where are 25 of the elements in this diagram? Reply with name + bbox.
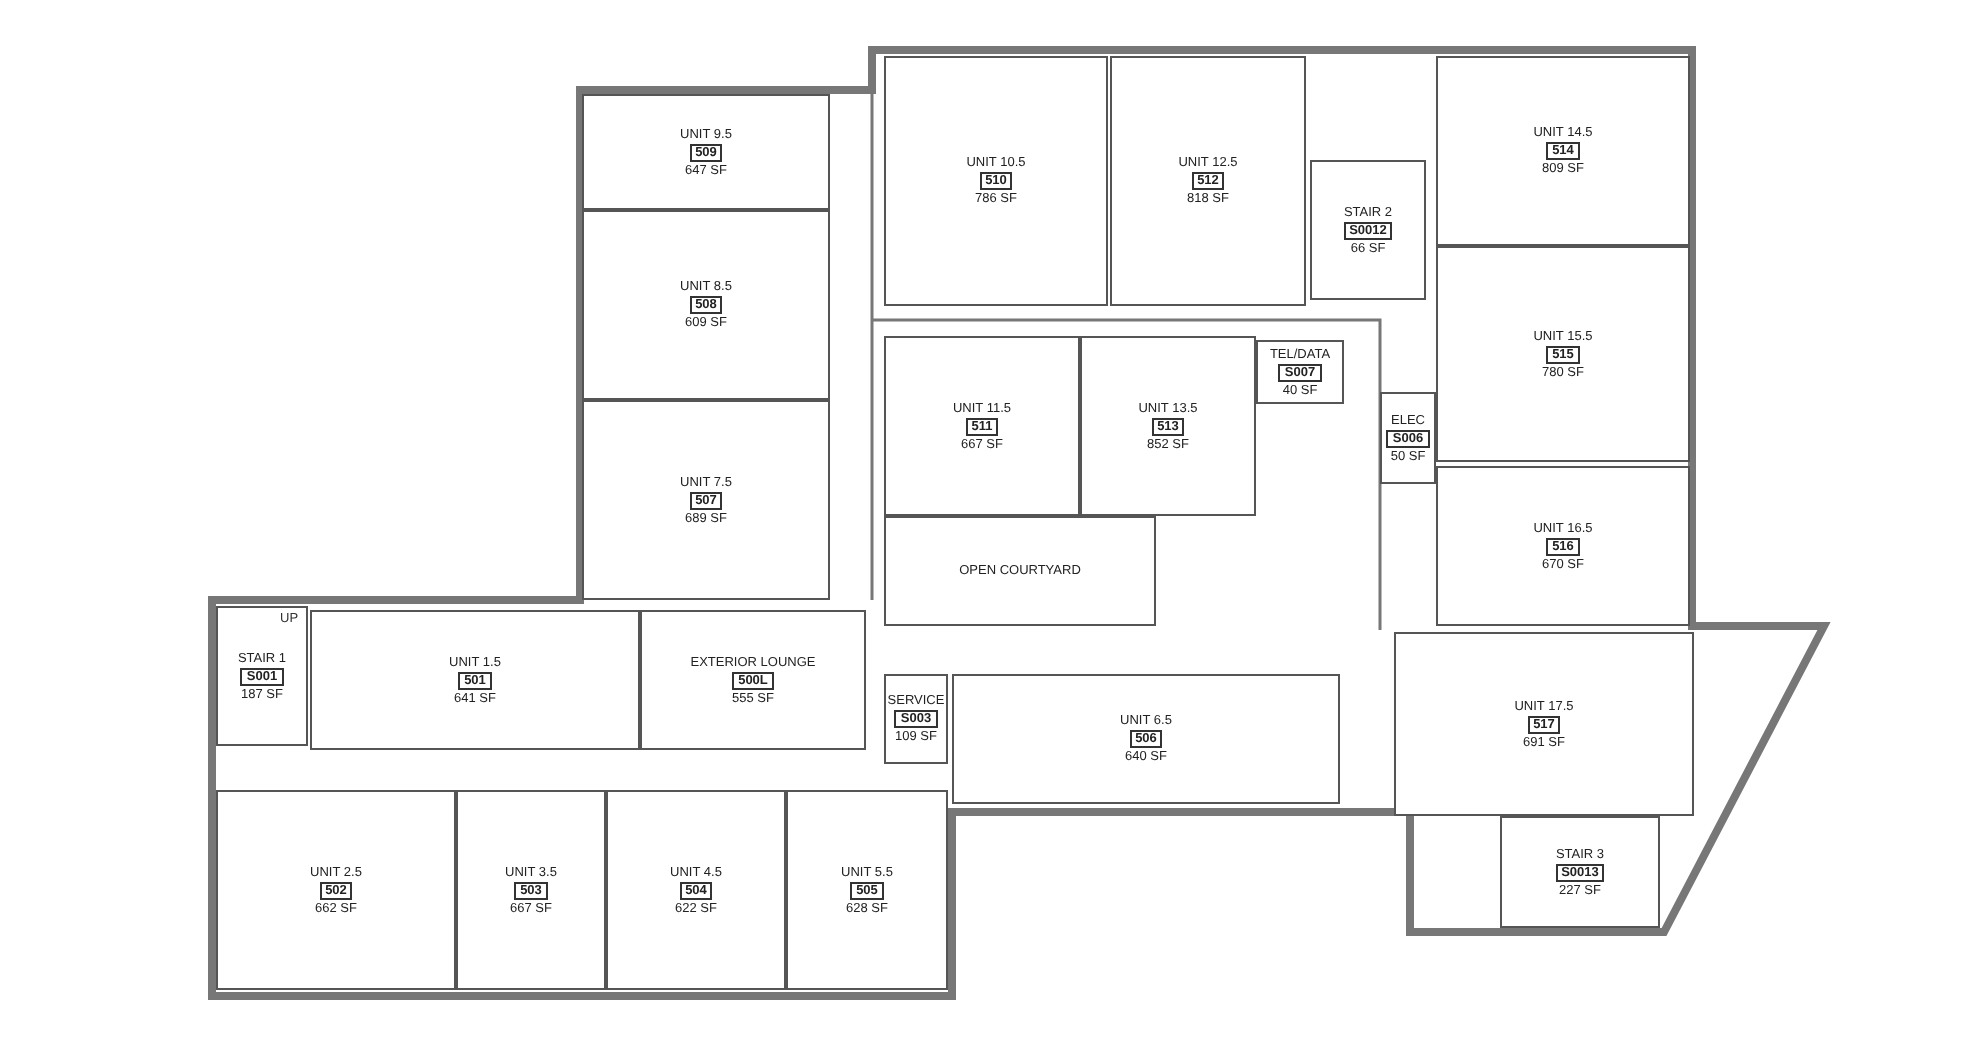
room-outline bbox=[456, 790, 606, 990]
room-outline bbox=[1256, 340, 1344, 404]
room-outline bbox=[1080, 336, 1256, 516]
room-outline bbox=[582, 94, 830, 210]
room-outline bbox=[884, 336, 1080, 516]
room-outline bbox=[1500, 816, 1660, 928]
room-outline bbox=[1436, 466, 1690, 626]
room-outline bbox=[1380, 392, 1436, 484]
room-outline bbox=[582, 210, 830, 400]
room-outline bbox=[216, 790, 456, 990]
room-outline bbox=[1436, 56, 1690, 246]
room-outline bbox=[310, 610, 640, 750]
room-outline bbox=[952, 674, 1340, 804]
room-outline bbox=[1310, 160, 1426, 300]
room-outline bbox=[1436, 246, 1690, 462]
room-outline bbox=[216, 606, 308, 746]
room-outline bbox=[884, 674, 948, 764]
room-outline bbox=[640, 610, 866, 750]
room-outline bbox=[606, 790, 786, 990]
room-outline bbox=[1110, 56, 1306, 306]
room-outline bbox=[582, 400, 830, 600]
room-outline bbox=[884, 56, 1108, 306]
room-outline bbox=[884, 516, 1156, 626]
room-outline bbox=[1394, 632, 1694, 816]
room-outline bbox=[786, 790, 948, 990]
